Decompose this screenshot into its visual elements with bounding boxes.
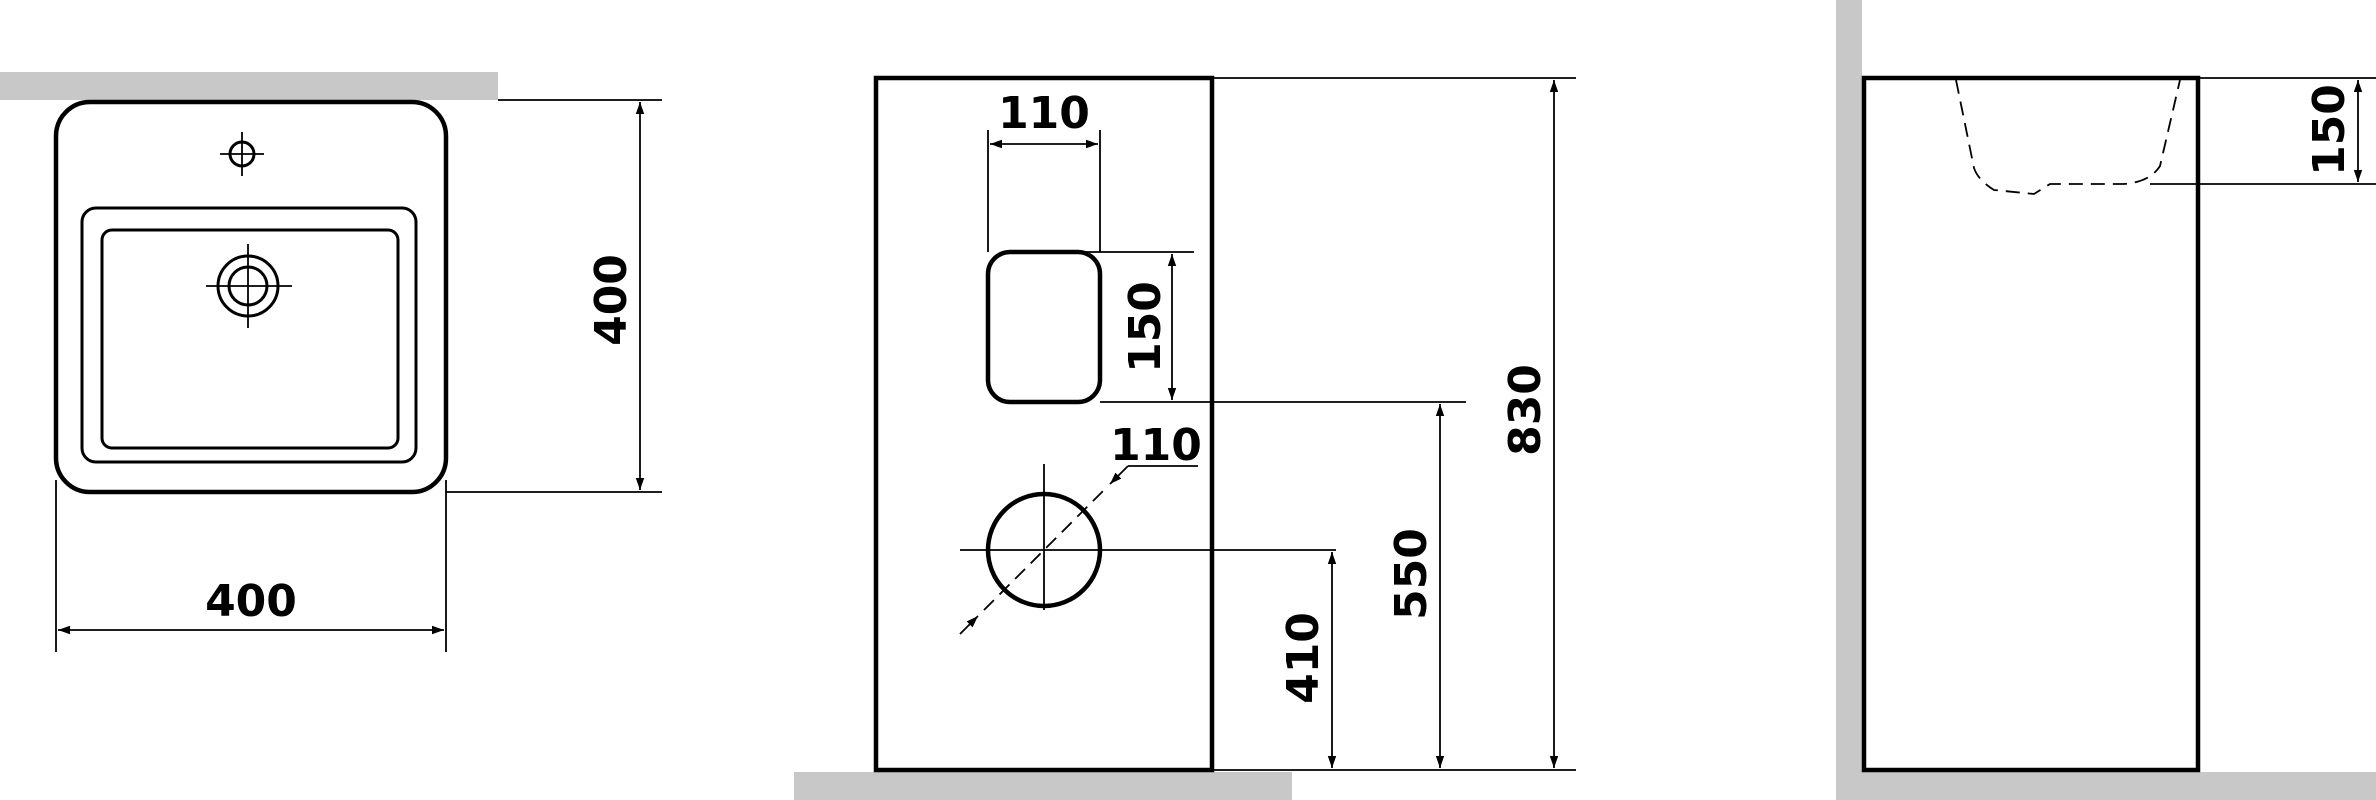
hole-center-height-label: 410 [1278,612,1329,704]
dimension-opening-height: 150 [1080,251,1466,403]
basin-outline [53,99,449,495]
dimension-depth: 400 [446,99,662,493]
basin-bowl [100,228,400,450]
dimension-total-height: 830 [1212,77,1576,771]
dimension-width: 400 [55,480,447,652]
hidden-basin-contour [1955,79,2181,195]
basin-depth-label: 150 [2304,84,2355,176]
total-height-label: 830 [1500,364,1551,456]
opening-height-label: 150 [1120,281,1171,373]
top-view: 400 400 [0,72,662,652]
rear-opening [985,249,1103,405]
tap-hole-icon [220,132,264,176]
front-view: 110 150 110 830 550 410 [794,75,1576,800]
pedestal-outline [873,75,1215,773]
side-view: 150 [1836,0,2376,800]
hole-diameter-label: 110 [1110,420,1202,471]
wall-strip-top-view [0,72,498,100]
dimension-opening-bottom-height: 550 [1386,404,1445,768]
pipe-hole-icon [959,464,1336,635]
width-label: 400 [205,576,297,627]
drain-icon [206,244,292,328]
dimension-basin-depth: 150 [2150,77,2376,185]
opening-width-label: 110 [998,88,1090,139]
depth-label: 400 [586,254,637,346]
pedestal-side-outline [1861,75,2201,773]
dimension-opening-width: 110 [987,88,1101,252]
floor-strip-side-view [1836,772,2376,800]
wall-strip-side-view [1836,0,1862,790]
opening-bottom-height-label: 550 [1386,528,1437,620]
basin-inner-rim [80,206,418,464]
dimension-hole-center-height: 410 [1278,552,1337,768]
floor-strip-front-view [794,772,1292,800]
